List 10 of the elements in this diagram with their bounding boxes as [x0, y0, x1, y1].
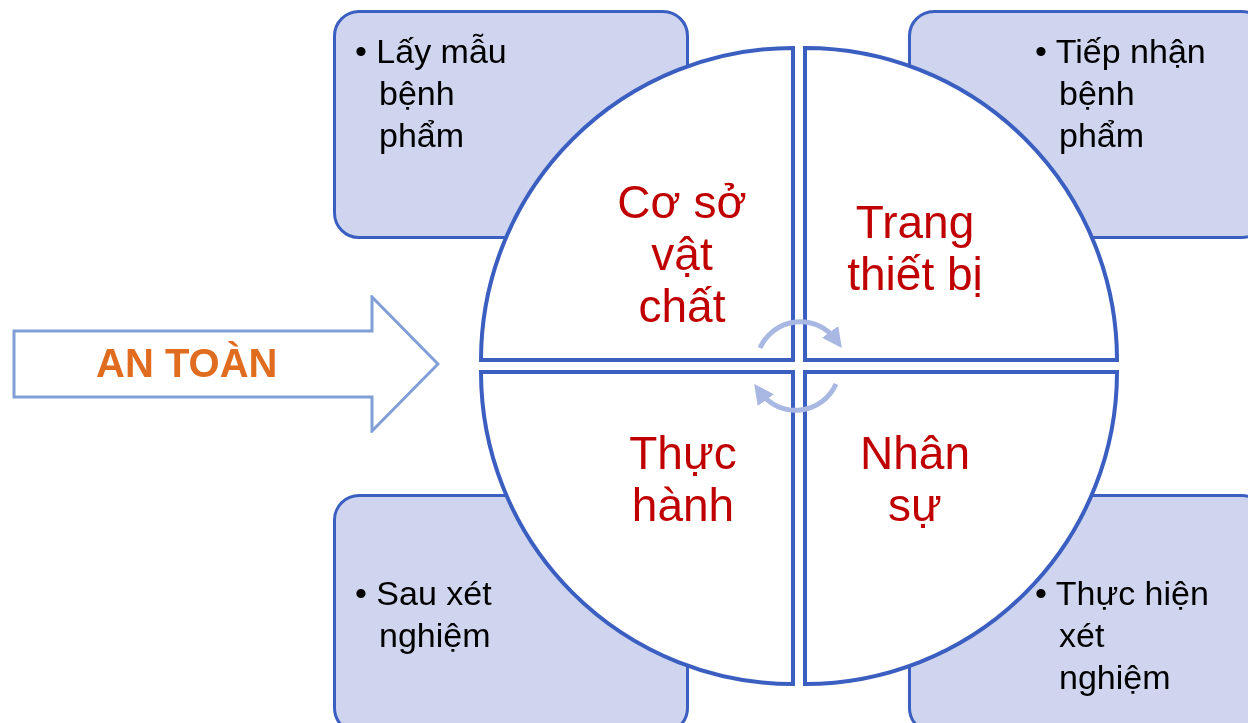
curved-arrow	[753, 382, 839, 413]
segment-label: Nhân sự	[859, 427, 971, 531]
arrow-label: AN TOÀN	[96, 341, 278, 386]
bullet-item: • Lấy mẫu bệnh phẩm	[355, 31, 508, 156]
segment-label: Trang thiết bị	[846, 196, 984, 300]
segment-label: Thực hành	[628, 427, 738, 531]
bullet-item: • Tiếp nhận bệnh phẩm	[1035, 31, 1207, 156]
bullet-item: • Sau xét nghiệm	[355, 573, 493, 656]
segment-label: Cơ sở vật chất	[616, 176, 748, 332]
bullet-item: • Thực hiện xét nghiệm	[1035, 573, 1210, 698]
